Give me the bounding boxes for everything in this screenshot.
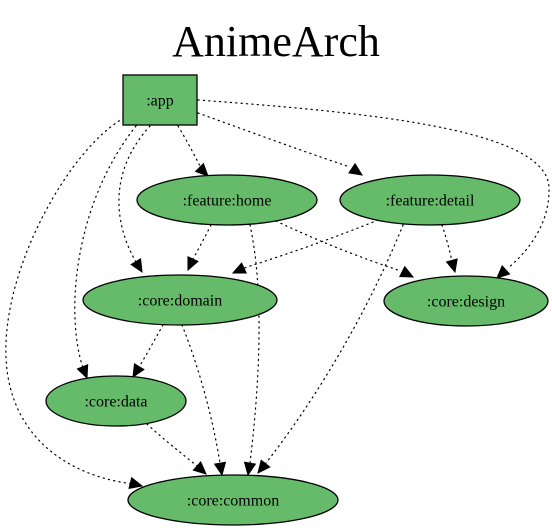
edge-line [275,220,402,272]
node-label: :app [146,93,174,110]
edge-app-to-core-data [74,125,137,380]
node-core-data[interactable]: :core:data [45,375,187,427]
edge-line [5,117,135,485]
arrowhead [192,461,207,475]
node-ellipse [383,275,549,327]
node-box [122,74,198,126]
node-label: :core:common [187,493,279,510]
arrowhead [243,461,257,477]
edge-line [197,112,351,168]
edge-feature-detail-to-core-domain [231,219,379,274]
edge-core-data-to-core-common [146,423,207,475]
edge-line [249,224,260,464]
node-label: :core:domain [138,293,222,310]
node-label: :feature:home [183,193,272,210]
edge-line [138,324,164,368]
edges-layer [5,99,550,490]
edge-line [146,423,198,467]
edge-line [177,125,203,171]
arrowhead [132,363,145,379]
node-label: :core:data [84,394,147,411]
node-label: :feature:detail [386,193,475,210]
edge-feature-detail-to-core-common [257,224,404,474]
edge-feature-detail-to-core-design [441,224,458,274]
edge-core-domain-to-core-data [132,324,164,379]
edge-line [192,224,212,260]
edge-line [197,99,550,269]
arrowhead [194,162,209,177]
edge-app-to-feature-detail [197,112,363,176]
edge-line [243,219,379,269]
edge-app-to-core-domain [118,125,151,274]
node-ellipse [127,474,339,526]
nodes-layer: :app :feature:home :feature:detail :core:do… [45,74,549,526]
node-core-common[interactable]: :core:common [127,474,339,526]
edge-line [265,224,404,464]
node-core-design[interactable]: :core:design [383,275,549,327]
edge-feature-home-to-core-design [275,220,415,278]
edge-line [181,324,221,464]
node-ellipse [82,274,278,326]
graph-title: AnimeArch [172,17,380,66]
arrowhead [76,364,89,380]
node-app[interactable]: :app [122,74,198,126]
edge-app-to-feature-home [177,125,209,177]
edge-line [441,224,453,262]
node-feature-home[interactable]: :feature:home [136,174,318,226]
node-ellipse [339,174,521,226]
node-label: :core:design [427,294,505,311]
edge-core-domain-to-core-common [181,324,227,477]
node-feature-detail[interactable]: :feature:detail [339,174,521,226]
arrowhead [257,459,271,474]
edge-feature-home-to-core-common [243,224,260,477]
arrowhead [128,476,144,490]
edge-line [74,125,137,369]
arrowhead [348,162,363,176]
arrowhead [231,262,247,274]
arrowhead [213,461,227,477]
edge-app-to-core-design [197,99,550,279]
arrowhead [445,258,458,274]
arrowhead [187,256,199,272]
node-ellipse [45,375,187,427]
node-ellipse [136,174,318,226]
arrowhead [496,264,511,279]
arrowhead [399,265,415,278]
node-core-domain[interactable]: :core:domain [82,274,278,326]
edge-feature-home-to-core-domain [187,224,212,272]
edge-app-to-core-common [5,117,144,490]
arrowhead [130,258,143,274]
